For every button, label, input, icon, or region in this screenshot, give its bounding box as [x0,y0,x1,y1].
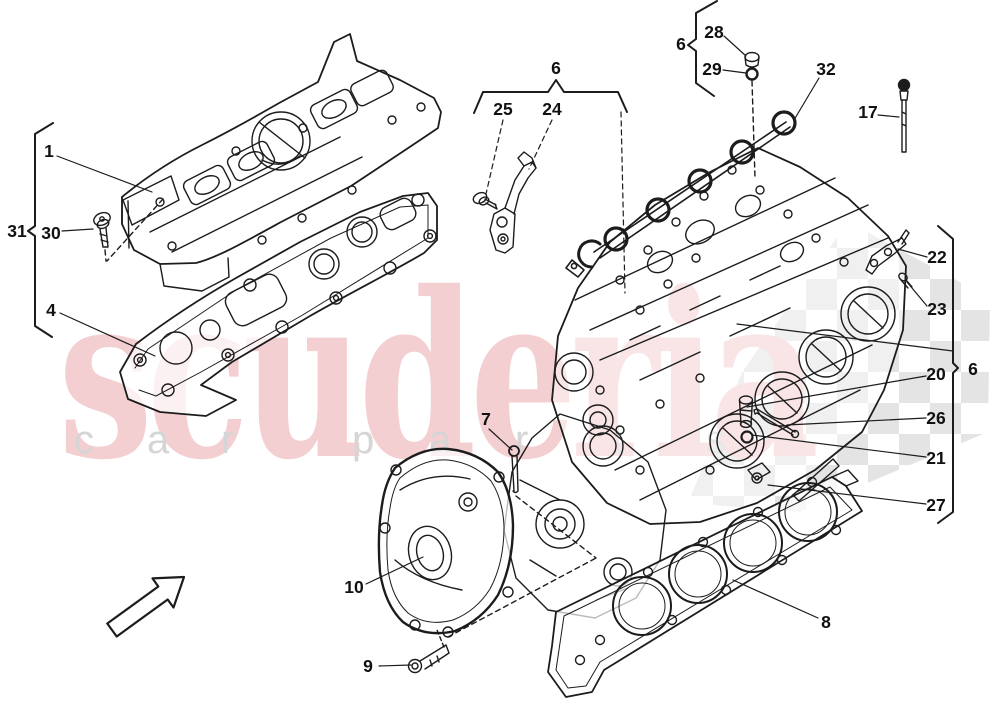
watermark-letter: p [352,418,375,462]
watermark-letter: c [74,418,94,462]
callout-24: 24 [542,99,562,119]
callout-22: 22 [927,247,947,267]
part-stud [753,408,800,439]
part-o-ring [745,67,759,81]
callout-31: 31 [7,221,27,241]
brace-31 [27,122,54,338]
callout-6-top: 6 [551,58,561,78]
callout-7: 7 [481,409,491,429]
brace-6-top [473,79,628,114]
callout-6-right: 6 [968,359,978,379]
callout-9: 9 [363,656,373,676]
callout-8: 8 [821,612,831,632]
part-cover-screw [407,644,450,674]
callout-26: 26 [926,408,946,428]
callout-28: 28 [704,22,724,42]
part-cylinder-head [551,147,907,525]
callout-17: 17 [858,102,877,122]
part-corner-plate [747,458,840,502]
brace-6-group [687,0,718,97]
callout-10: 10 [344,577,364,597]
part-cam-frame [119,192,438,417]
callout-30: 30 [41,223,61,243]
callout-4: 4 [46,300,56,320]
callout-27: 27 [926,495,945,515]
callout-29: 29 [702,59,722,79]
part-plug [738,395,754,429]
watermark-letter: r [221,418,235,462]
assembly-line-pin [447,495,597,638]
part-sealing-cap [744,51,760,68]
callout-23: 23 [927,299,947,319]
assembly-line-bolt30 [104,198,164,262]
watermark-letter: t [612,420,623,460]
part-cover-bolt [93,211,111,248]
part-support-bracket [489,151,537,254]
part-timing-cover [377,447,515,638]
part-bracket-bolt [472,191,498,210]
callout-25: 25 [493,99,513,119]
direction-arrow [106,575,186,638]
part-lifting-bracket [865,229,910,275]
assembly-line-screw9 [436,629,445,648]
callout-6-group: 6 [676,34,686,54]
callout-labels: 1 31 30 4 6 25 24 6 28 29 32 17 22 23 6 … [7,22,978,676]
part-valve-cover [121,33,442,292]
part-sealing-ring-strip [565,110,797,278]
callout-20: 20 [926,364,946,384]
group-braces [27,0,959,524]
brace-6-right [937,225,959,524]
assembly-line-cap [751,80,756,179]
watermark-letter: a [147,418,170,462]
callout-1: 1 [44,141,54,161]
part-pin-bolt [508,445,520,494]
leader-lines [56,35,954,667]
callout-32: 32 [816,59,836,79]
part-dipstick-tube [897,78,911,153]
part-seal-ring [740,430,754,444]
callout-21: 21 [926,448,946,468]
